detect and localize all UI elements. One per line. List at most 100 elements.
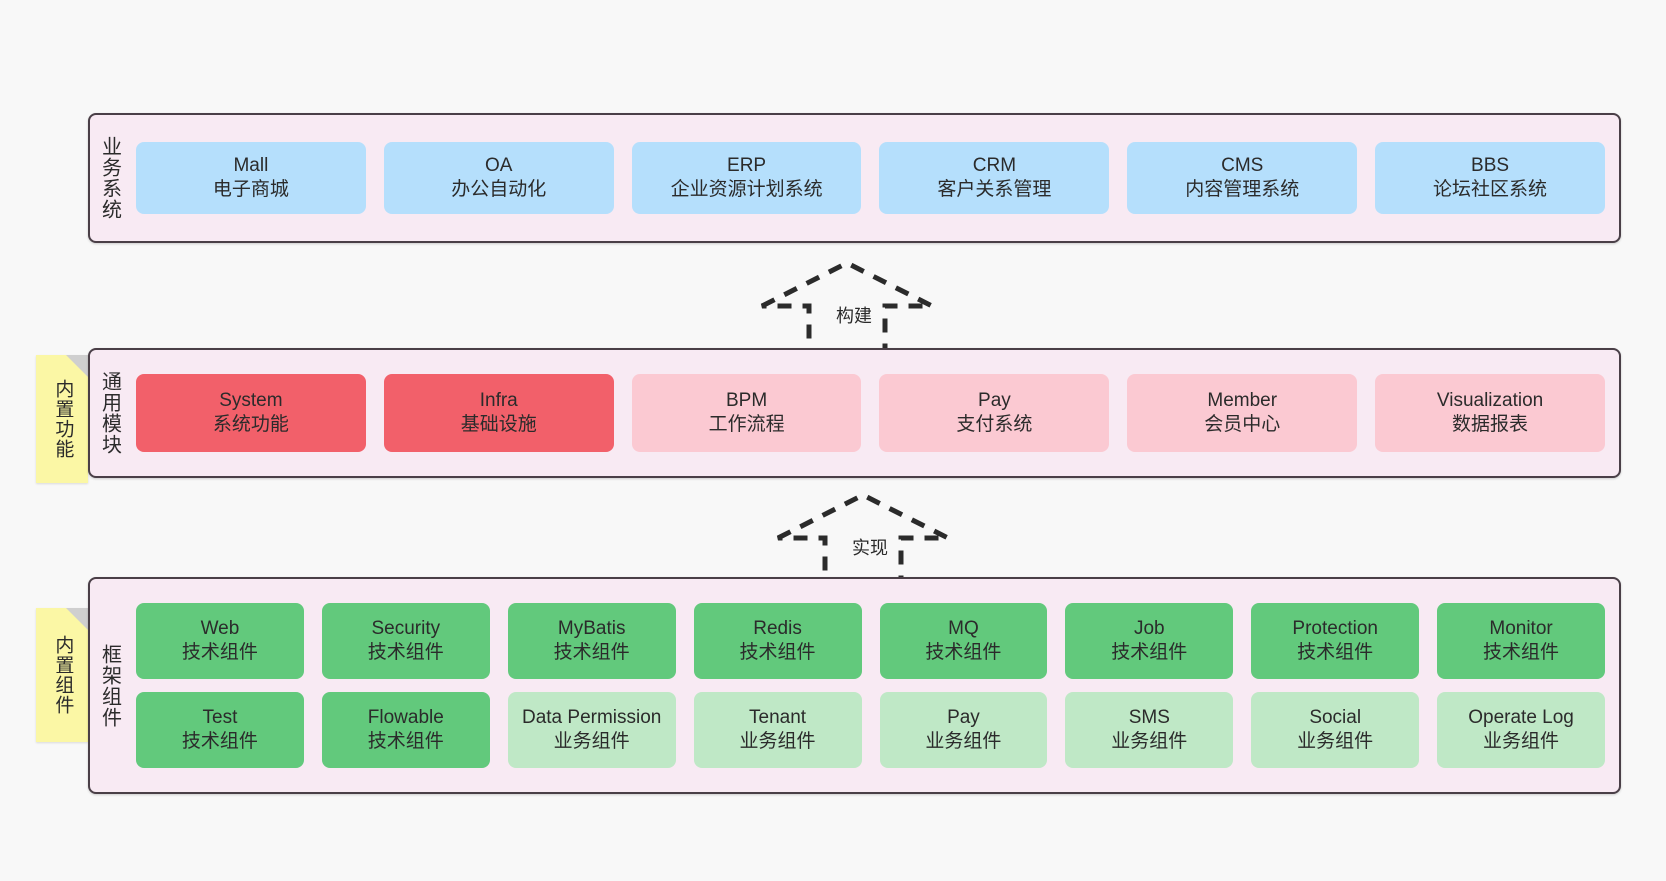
card-erp[interactable]: ERP 企业资源计划系统 <box>631 142 862 214</box>
card-member[interactable]: Member 会员中心 <box>1127 374 1358 452</box>
card-crm[interactable]: CRM 客户关系管理 <box>879 142 1110 214</box>
layer-framework-components: 框架组件 Web 技术组件 Security 技术组件 MyBatis 技术组件… <box>88 577 1621 794</box>
layer-common-modules: 通用模块 System 系统功能 Infra 基础设施 BPM 工作流程 Pay… <box>88 348 1621 478</box>
card-subtitle: 内容管理系统 <box>1185 179 1300 200</box>
card-mybatis[interactable]: MyBatis 技术组件 <box>507 603 676 679</box>
card-title: MQ <box>948 617 979 639</box>
card-title: SMS <box>1128 706 1170 728</box>
card-title: Pay <box>978 389 1011 411</box>
card-operate-log[interactable]: Operate Log 业务组件 <box>1437 692 1605 768</box>
card-title: CRM <box>972 154 1017 176</box>
card-title: Flowable <box>367 706 444 728</box>
sticky-note-builtin-features: 内置功能 <box>36 355 88 483</box>
card-title: Test <box>202 706 238 728</box>
card-title: System <box>219 389 283 411</box>
connector-implement: 实现 <box>768 490 958 590</box>
sticky-note-builtin-components: 内置组件 <box>36 608 88 742</box>
card-subtitle: 技术组件 <box>553 642 630 663</box>
card-title: Operate Log <box>1468 706 1574 728</box>
layer-title-business: 业务系统 <box>98 136 121 220</box>
card-title: Mall <box>233 154 269 176</box>
card-title: Redis <box>753 617 802 639</box>
card-visualization[interactable]: Visualization 数据报表 <box>1375 374 1605 452</box>
card-subtitle: 技术组件 <box>181 731 258 752</box>
card-title: Monitor <box>1489 617 1553 639</box>
card-title: OA <box>485 154 513 176</box>
card-data-permission[interactable]: Data Permission 业务组件 <box>507 692 676 768</box>
card-subtitle: 会员中心 <box>1204 414 1281 435</box>
sticky-note-label: 内置功能 <box>52 379 74 459</box>
card-subtitle: 技术组件 <box>1483 642 1560 663</box>
card-subtitle: 业务组件 <box>1111 731 1188 752</box>
card-title: BPM <box>725 389 768 411</box>
layer-title-framework: 框架组件 <box>98 643 121 728</box>
card-job[interactable]: Job 技术组件 <box>1065 603 1234 679</box>
card-system[interactable]: System 系统功能 <box>136 374 366 452</box>
card-title: Social <box>1309 706 1362 728</box>
card-title: Protection <box>1292 617 1378 639</box>
dashed-hollow-arrow-up-icon <box>776 492 950 588</box>
card-subtitle: 支付系统 <box>956 414 1033 435</box>
card-subtitle: 基础设施 <box>460 414 537 435</box>
card-bbs[interactable]: BBS 论坛社区系统 <box>1375 142 1605 214</box>
card-bpm[interactable]: BPM 工作流程 <box>631 374 862 452</box>
card-title: Data Permission <box>521 706 662 728</box>
card-subtitle: 业务组件 <box>739 731 816 752</box>
card-title: ERP <box>727 154 767 176</box>
card-row: Test 技术组件 Flowable 技术组件 Data Permission … <box>136 692 1605 768</box>
card-subtitle: 系统功能 <box>212 414 289 435</box>
card-title: Tenant <box>749 706 807 728</box>
card-subtitle: 办公自动化 <box>451 179 547 200</box>
card-subtitle: 企业资源计划系统 <box>670 179 823 200</box>
card-subtitle: 业务组件 <box>1483 731 1560 752</box>
card-social[interactable]: Social 业务组件 <box>1251 692 1420 768</box>
card-title: Job <box>1133 617 1165 639</box>
card-subtitle: 技术组件 <box>1297 642 1374 663</box>
card-subtitle: 技术组件 <box>1111 642 1188 663</box>
card-subtitle: 客户关系管理 <box>937 179 1052 200</box>
card-security[interactable]: Security 技术组件 <box>321 603 490 679</box>
card-test[interactable]: Test 技术组件 <box>136 692 304 768</box>
card-title: BBS <box>1471 154 1510 176</box>
connector-build: 构建 <box>752 258 942 358</box>
card-title: MyBatis <box>557 617 626 639</box>
card-title: Infra <box>479 389 518 411</box>
card-title: Member <box>1207 389 1278 411</box>
card-monitor[interactable]: Monitor 技术组件 <box>1437 603 1605 679</box>
card-web[interactable]: Web 技术组件 <box>136 603 304 679</box>
card-mq[interactable]: MQ 技术组件 <box>879 603 1048 679</box>
card-subtitle: 数据报表 <box>1452 414 1529 435</box>
card-cms[interactable]: CMS 内容管理系统 <box>1127 142 1358 214</box>
layer-title-modules: 通用模块 <box>98 371 121 455</box>
card-tenant[interactable]: Tenant 业务组件 <box>693 692 862 768</box>
card-infra[interactable]: Infra 基础设施 <box>383 374 614 452</box>
card-subtitle: 论坛社区系统 <box>1433 179 1548 200</box>
card-oa[interactable]: OA 办公自动化 <box>383 142 614 214</box>
layer-body-modules: System 系统功能 Infra 基础设施 BPM 工作流程 Pay 支付系统… <box>128 350 1619 476</box>
card-subtitle: 电子商城 <box>212 179 289 200</box>
card-subtitle: 技术组件 <box>367 642 444 663</box>
card-row: Mall 电子商城 OA 办公自动化 ERP 企业资源计划系统 CRM 客户关系… <box>136 142 1605 214</box>
layer-body-business: Mall 电子商城 OA 办公自动化 ERP 企业资源计划系统 CRM 客户关系… <box>128 115 1619 241</box>
card-title: CMS <box>1221 154 1264 176</box>
card-protection[interactable]: Protection 技术组件 <box>1251 603 1420 679</box>
card-redis[interactable]: Redis 技术组件 <box>693 603 862 679</box>
card-pay-component[interactable]: Pay 业务组件 <box>879 692 1048 768</box>
card-row: System 系统功能 Infra 基础设施 BPM 工作流程 Pay 支付系统… <box>136 374 1605 452</box>
card-subtitle: 业务组件 <box>1297 731 1374 752</box>
card-subtitle: 技术组件 <box>181 642 258 663</box>
dashed-hollow-arrow-up-icon <box>760 260 934 356</box>
card-sms[interactable]: SMS 业务组件 <box>1065 692 1234 768</box>
card-title: Security <box>371 617 441 639</box>
card-row: Web 技术组件 Security 技术组件 MyBatis 技术组件 Redi… <box>136 603 1605 679</box>
layer-business-systems: 业务系统 Mall 电子商城 OA 办公自动化 ERP 企业资源计划系统 CRM… <box>88 113 1621 243</box>
card-pay[interactable]: Pay 支付系统 <box>879 374 1110 452</box>
card-subtitle: 业务组件 <box>925 731 1002 752</box>
card-subtitle: 工作流程 <box>708 414 785 435</box>
card-subtitle: 技术组件 <box>739 642 816 663</box>
card-title: Pay <box>947 706 980 728</box>
card-subtitle: 技术组件 <box>925 642 1002 663</box>
card-flowable[interactable]: Flowable 技术组件 <box>321 692 490 768</box>
sticky-note-label: 内置组件 <box>52 635 74 715</box>
card-mall[interactable]: Mall 电子商城 <box>136 142 366 214</box>
